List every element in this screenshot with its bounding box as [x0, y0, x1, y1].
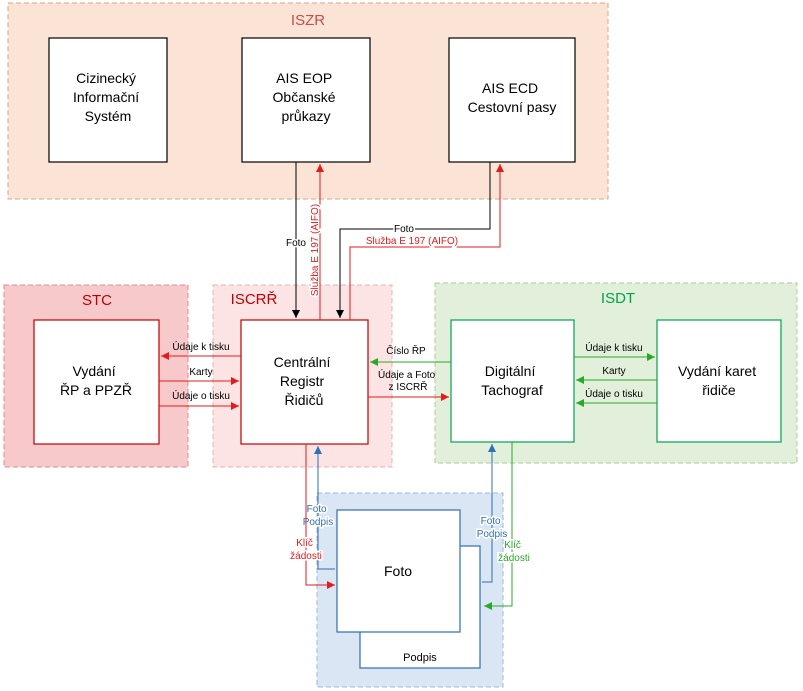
label-udaje-k-tisku-right: Údaje k tisku — [585, 341, 642, 354]
box-ais-ecd — [448, 37, 576, 163]
zone-iscrr-title: ISCRŘ — [231, 291, 278, 308]
label-sluzba-ecd: Služba E 197 (AIFO) — [366, 236, 458, 247]
box-centralni-registr — [240, 319, 369, 445]
box-foto — [336, 509, 461, 633]
zone-isdt-title: ISDT — [601, 290, 635, 307]
label-sluzba-eop: Služba E 197 (AIFO) — [310, 204, 321, 296]
label-cislo-rp: Číslo ŘP — [386, 344, 426, 357]
label-udaje-o-tisku-left: Údaje o tisku — [172, 389, 230, 402]
box-digitalni-tachograf — [450, 319, 575, 443]
box-centralni-registr-label: Centrální Registr Řidičů — [274, 354, 335, 408]
arrow-klic-dt-to-foto — [484, 442, 513, 610]
box-digitalni-tachograf-label: Digitální Tachograf — [481, 363, 543, 398]
label-udaje-k-tisku-left: Údaje k tisku — [172, 340, 229, 353]
box-podpis-label: Podpis — [403, 652, 437, 664]
box-ais-eop — [241, 37, 371, 163]
arrow-foto-podpis-to-crr — [314, 446, 335, 570]
box-vydani-rp — [33, 319, 160, 445]
box-ais-ecd-label: AIS ECD Cestovní pasy — [468, 80, 557, 115]
zone-stc-title: STC — [82, 292, 112, 309]
box-cizinecky-system — [48, 37, 168, 163]
box-ais-eop-label: AIS EOP Občanské průkazy — [273, 70, 340, 124]
box-vydani-karet — [656, 319, 782, 443]
label-udaje-o-tisku-right: Údaje o tisku — [585, 387, 643, 400]
label-foto-podpis-right: Foto Podpis — [477, 516, 508, 540]
box-vydani-karet-label: Vydání karet řidiče — [678, 363, 760, 398]
arrow-foto-ecd-to-crr — [336, 162, 491, 318]
box-vydani-rp-label: Vydání ŘP a PPZŘ — [60, 363, 132, 398]
label-foto-eop: Foto — [286, 238, 306, 249]
arrow-foto-podpis-to-dt — [482, 444, 496, 583]
label-udaje-a-foto: Údaje a Foto z ISCRŘ — [378, 368, 438, 393]
arrow-sluzba-crr-to-ecd — [349, 164, 504, 320]
zone-iszr-title: ISZR — [291, 12, 325, 29]
arrow-klic-crr-to-foto — [305, 444, 335, 589]
box-foto-label: Foto — [384, 563, 412, 579]
label-klic-right: Klíč žádosti — [498, 540, 530, 564]
label-karty-left: Karty — [189, 367, 212, 378]
label-foto-ecd: Foto — [394, 224, 414, 235]
label-foto-podpis-left: Foto Podpis — [303, 504, 334, 528]
label-klic-left: Klíč žádosti — [290, 538, 322, 562]
box-cizinecky-system-label: Cizinecký Informační Systém — [73, 70, 143, 124]
label-karty-right: Karty — [602, 366, 625, 377]
